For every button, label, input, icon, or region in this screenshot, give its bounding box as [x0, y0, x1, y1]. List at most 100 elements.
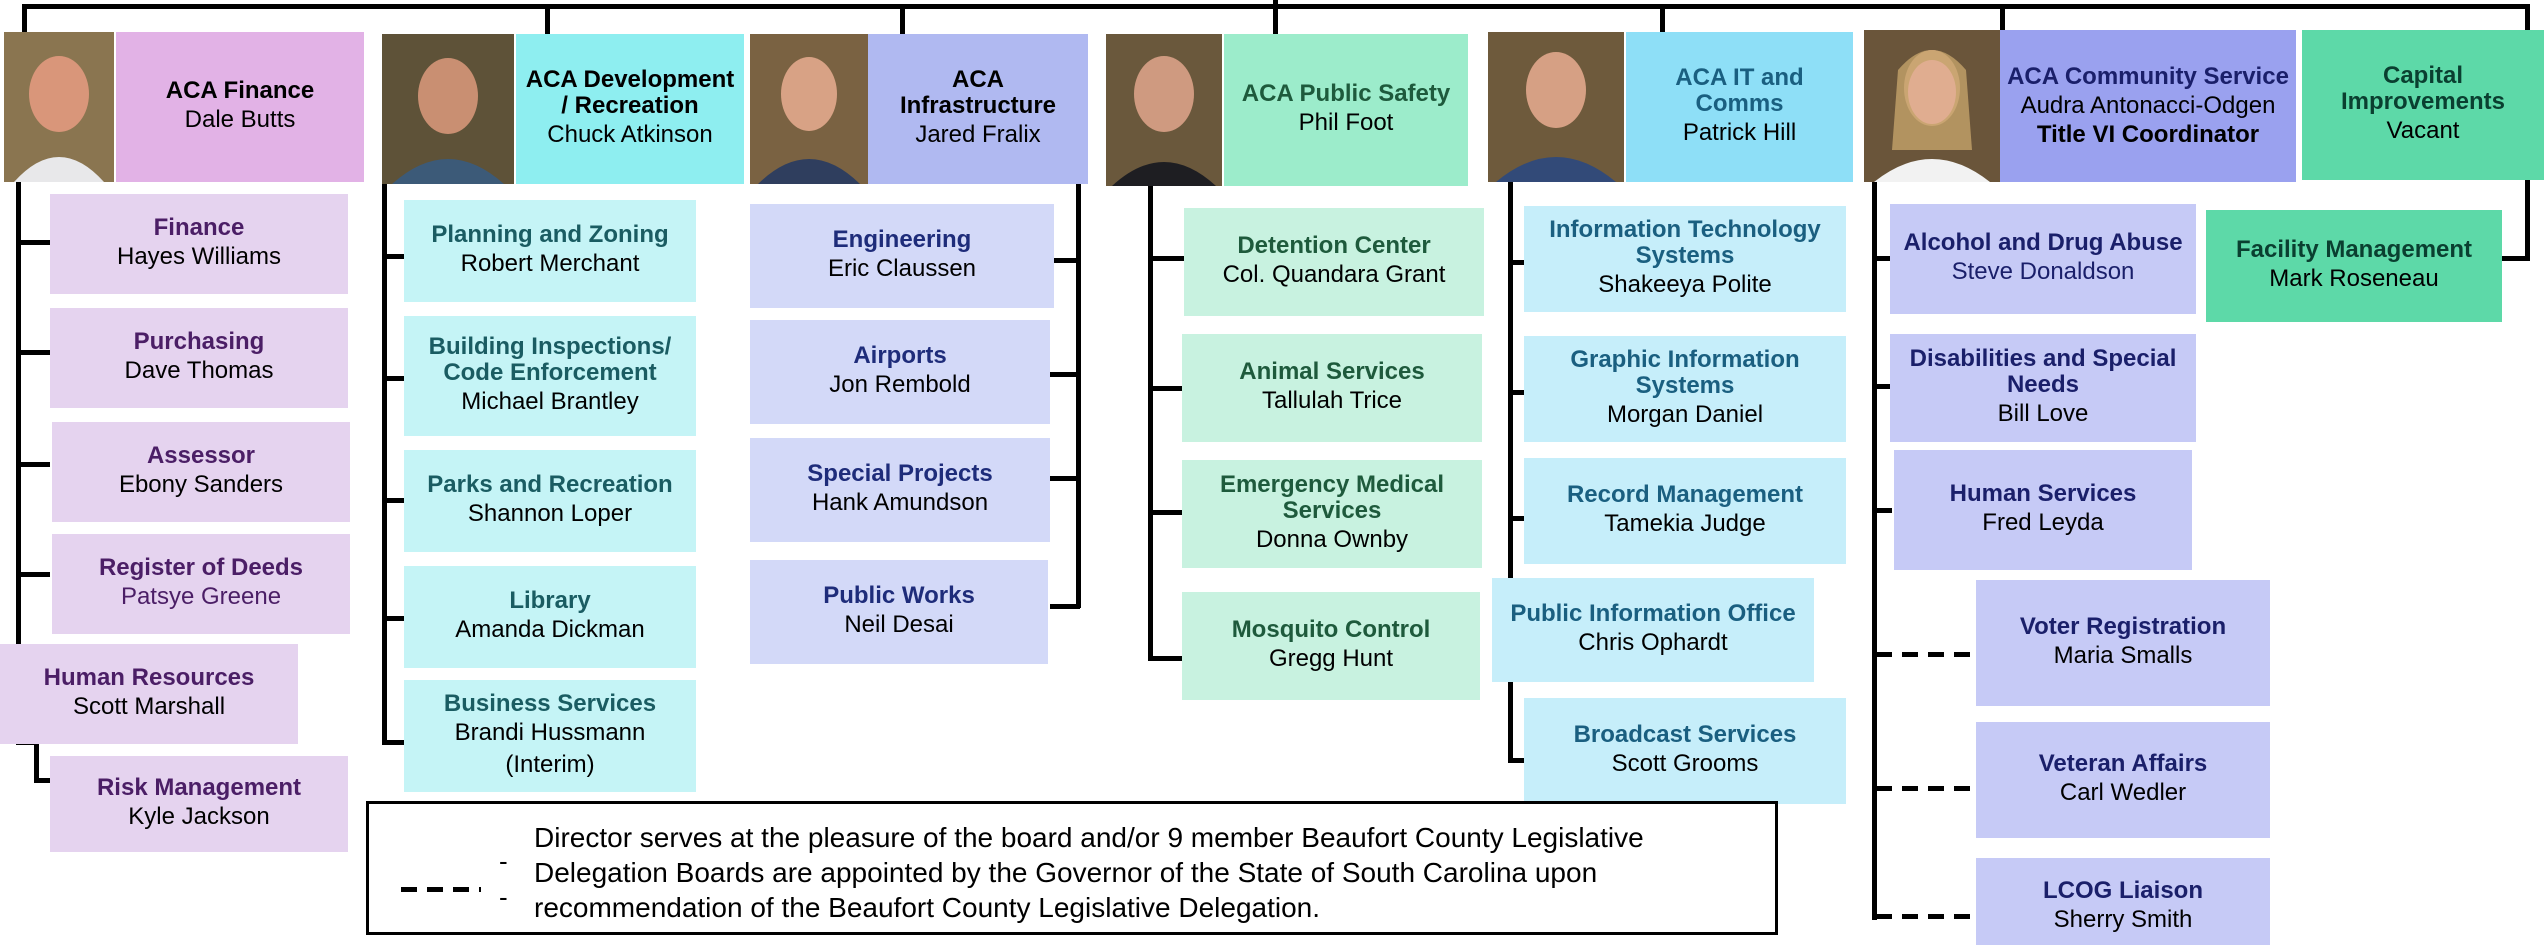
unit-name: Fred Leyda	[1982, 509, 2104, 536]
unit-name: Sherry Smith	[2053, 905, 2193, 933]
finance-tick	[34, 778, 52, 783]
unit-name: Scott Grooms	[1611, 750, 1759, 777]
head-name: Vacant	[2386, 117, 2460, 144]
head-infrastructure: ACA Infrastructure Jared Fralix	[750, 34, 1088, 184]
head-title: ACA Public Safety	[1241, 80, 1451, 107]
unit-title: Risk Management	[96, 774, 302, 801]
alcohol-drug-abuse-unit: Alcohol and Drug Abuse Steve Donaldson	[1890, 204, 2196, 314]
unit-title: Public Information Office	[1510, 600, 1796, 627]
portrait-icon	[1864, 30, 2000, 182]
head-development-card: ACA Development / Recreation Chuck Atkin…	[516, 34, 744, 184]
it-tick	[1508, 758, 1524, 763]
unit-name: Shannon Loper	[467, 500, 633, 527]
head-name: Phil Foot	[1298, 109, 1394, 136]
head-extra: Title VI Coordinator	[2036, 121, 2260, 148]
special-projects-unit: Special Projects Hank Amundson	[750, 438, 1050, 542]
stub-capital	[2525, 4, 2530, 32]
business-services-unit: Business Services Brandi Hussmann (Inter…	[404, 680, 696, 792]
airports-unit: Airports Jon Rembold	[750, 320, 1050, 424]
development-tick	[382, 498, 404, 503]
infrastructure-tick	[1050, 604, 1080, 609]
community-dashed-connector	[1876, 786, 1976, 791]
unit-name: Scott Marshall	[72, 693, 226, 720]
community-dashed-connector	[1876, 652, 1976, 657]
mosquito-control-unit: Mosquito Control Gregg Hunt	[1182, 592, 1480, 700]
development-spine	[382, 184, 387, 744]
planning-zoning-unit: Planning and Zoning Robert Merchant	[404, 200, 696, 302]
stub-infrastructure	[900, 4, 905, 34]
portrait-icon	[4, 32, 114, 182]
unit-title: Mosquito Control	[1231, 616, 1431, 643]
community-tick	[1872, 508, 1892, 513]
development-tick	[382, 616, 404, 621]
finance-unit: Finance Hayes Williams	[50, 194, 348, 294]
unit-name: Tallulah Trice	[1261, 387, 1403, 414]
photo-chuck-atkinson	[382, 34, 514, 184]
community-tick	[1872, 384, 1890, 389]
head-name: Chuck Atkinson	[547, 121, 713, 148]
head-infrastructure-card: ACA Infrastructure Jared Fralix	[868, 34, 1088, 184]
voter-registration-unit: Voter Registration Maria Smalls	[1976, 580, 2270, 706]
stub-it	[1660, 4, 1665, 34]
purchasing-unit: Purchasing Dave Thomas	[50, 308, 348, 408]
head-public-safety-card: ACA Public Safety Phil Foot	[1224, 34, 1468, 186]
head-title: ACA Community Service	[2007, 63, 2289, 90]
unit-name: Maria Smalls	[2053, 642, 2193, 669]
finance-tick	[16, 350, 50, 355]
unit-name: Robert Merchant	[460, 250, 640, 277]
head-finance: ACA Finance Dale Butts	[4, 32, 364, 182]
unit-title: Emergency Medical Services	[1219, 471, 1445, 524]
unit-title: Human Resources	[43, 664, 255, 691]
unit-title: Library	[509, 587, 591, 614]
human-resources-unit: Human Resources Scott Marshall	[0, 644, 298, 744]
unit-name: Tamekia Judge	[1604, 510, 1766, 537]
parks-recreation-unit: Parks and Recreation Shannon Loper	[404, 450, 696, 552]
head-it-card: ACA IT and Comms Patrick Hill	[1626, 32, 1853, 182]
infrastructure-tick	[1050, 372, 1080, 377]
record-management-unit: Record Management Tamekia Judge	[1524, 458, 1846, 564]
unit-title: Special Projects	[807, 460, 993, 487]
unit-name: Ebony Sanders	[118, 471, 284, 498]
facility-management-unit: Facility Management Mark Roseneau	[2206, 210, 2502, 322]
finance-tick	[16, 572, 50, 577]
legend-line: recommendation of the Beaufort County Le…	[534, 892, 1321, 923]
it-tick	[1508, 516, 1524, 521]
unit-title: Voter Registration	[2019, 613, 2227, 640]
stub-public-safety	[1273, 4, 1278, 34]
unit-title: Building Inspections/ Code Enforcement	[428, 333, 672, 386]
veteran-affairs-unit: Veteran Affairs Carl Wedler	[1976, 722, 2270, 838]
broadcast-services-unit: Broadcast Services Scott Grooms	[1524, 698, 1846, 804]
legend-text: Director serves at the pleasure of the b…	[534, 820, 1755, 925]
community-spine	[1872, 182, 1877, 920]
legend-line: Delegation Boards are appointed by the G…	[534, 857, 1598, 888]
photo-audra-antonacci-odgen	[1864, 30, 2000, 182]
public-information-unit: Public Information Office Chris Ophardt	[1492, 578, 1814, 682]
unit-title: Facility Management	[2235, 236, 2473, 263]
building-inspections-unit: Building Inspections/ Code Enforcement M…	[404, 316, 696, 436]
unit-title: Animal Services	[1239, 358, 1425, 385]
unit-name: Neil Desai	[844, 611, 954, 638]
it-tick	[1508, 260, 1524, 265]
unit-name: Bill Love	[1997, 400, 2089, 427]
unit-name: Gregg Hunt	[1268, 645, 1394, 672]
head-name: Dale Butts	[184, 106, 296, 133]
photo-patrick-hill	[1488, 32, 1624, 182]
disabilities-special-needs-unit: Disabilities and Special Needs Bill Love	[1890, 334, 2196, 442]
unit-title: Business Services	[443, 690, 657, 717]
lcog-liaison-unit: LCOG Liaison Sherry Smith	[1976, 858, 2270, 945]
unit-name: Hank Amundson	[811, 489, 989, 516]
unit-name: Donna Ownby	[1255, 526, 1409, 553]
it-tick	[1508, 390, 1524, 395]
legend-box: - - Director serves at the pleasure of t…	[366, 801, 1778, 935]
unit-name: Jon Rembold	[829, 371, 971, 398]
unit-name: Mark Roseneau	[2269, 265, 2439, 292]
finance-tick	[16, 462, 50, 467]
assessor-unit: Assessor Ebony Sanders	[52, 422, 350, 522]
capital-spine	[2525, 180, 2530, 260]
head-finance-card: ACA Finance Dale Butts	[116, 32, 364, 182]
legend-mark: -	[499, 846, 508, 876]
library-unit: Library Amanda Dickman	[404, 566, 696, 668]
head-it: ACA IT and Comms Patrick Hill	[1488, 32, 1853, 182]
capital-tick	[2500, 256, 2530, 261]
legend-dashed-line	[401, 887, 481, 892]
